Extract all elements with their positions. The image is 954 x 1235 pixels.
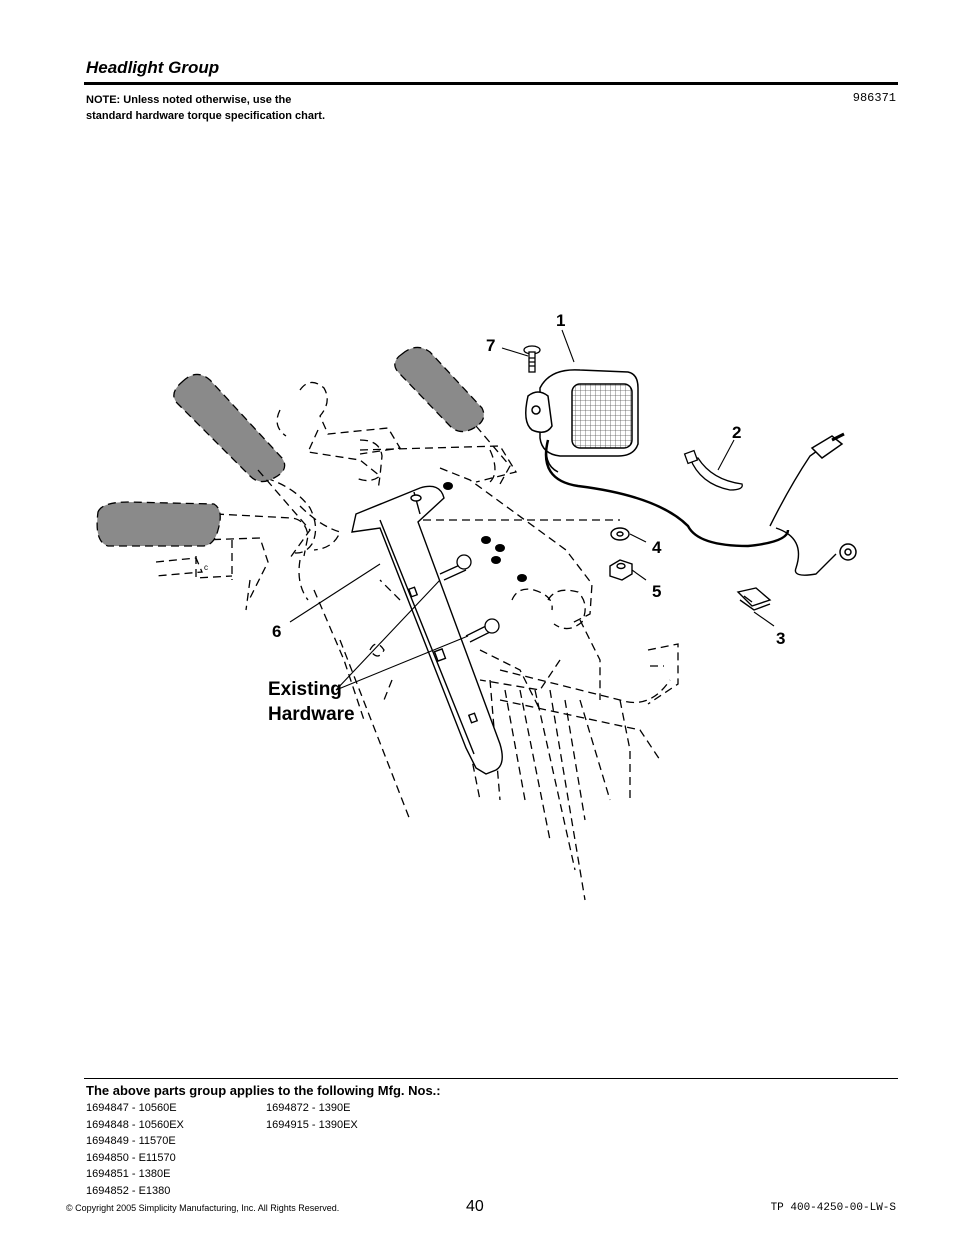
header-rule	[84, 82, 898, 85]
callout-4: 4	[652, 538, 662, 557]
mfg-number: 1694851 - 1380E	[86, 1168, 171, 1180]
mfg-numbers-column-2: 1694872 - 1390E 1694915 - 1390EX	[266, 1100, 358, 1133]
callout-7: 7	[486, 336, 495, 355]
existing-hardware-label-line1: Existing	[268, 679, 342, 700]
small-part-label: c	[204, 563, 208, 572]
cable-clip	[736, 587, 772, 611]
headlight-assembly	[525, 369, 857, 576]
callout-3: 3	[776, 629, 785, 648]
callout-5: 5	[652, 582, 661, 601]
applies-title: The above parts group applies to the fol…	[86, 1083, 441, 1098]
mfg-number: 1694850 - E11570	[86, 1151, 176, 1164]
existing-hardware-label-line2: Hardware	[268, 704, 355, 725]
figure-number: 986371	[852, 91, 896, 105]
cable-tie	[683, 449, 743, 491]
mfg-number: 1694849 - 11570E	[86, 1135, 176, 1147]
existing-hardware-bolts	[439, 554, 500, 643]
callout-1: 1	[556, 311, 565, 330]
handle-grips	[96, 346, 511, 559]
mfg-number: 1694852 - E1380	[86, 1184, 171, 1197]
washer-and-nut	[609, 527, 633, 581]
callout-2: 2	[732, 423, 741, 442]
leader-lines	[289, 329, 775, 691]
phantom-tractor-structure	[155, 381, 679, 901]
mfg-number: 1694915 - 1390EX	[266, 1118, 358, 1131]
document-number: TP 400-4250-00-LW-S	[770, 1202, 896, 1214]
headlight-exploded-diagram: 1 2 3 4 5 6 7 Existing Hardware c	[96, 311, 857, 901]
mfg-number: 1694847 - 10560E	[86, 1102, 177, 1114]
applies-rule	[84, 1078, 898, 1079]
mfg-number: 1694872 - 1390E	[266, 1102, 351, 1114]
copyright: © Copyright 2005 Simplicity Manufacturin…	[66, 1203, 340, 1213]
page-number: 40	[466, 1198, 484, 1215]
torque-note: NOTE: Unless noted otherwise, use the st…	[86, 94, 326, 122]
mfg-number: 1694848 - 10560EX	[86, 1118, 184, 1131]
callout-6: 6	[272, 622, 281, 641]
carriage-bolt	[523, 345, 541, 373]
page-title: Headlight Group	[86, 58, 220, 77]
existing-hardware-nuts	[443, 482, 527, 582]
support-bracket	[351, 485, 503, 775]
mfg-numbers-column-1: 1694847 - 10560E 1694848 - 10560EX 16948…	[86, 1100, 184, 1199]
